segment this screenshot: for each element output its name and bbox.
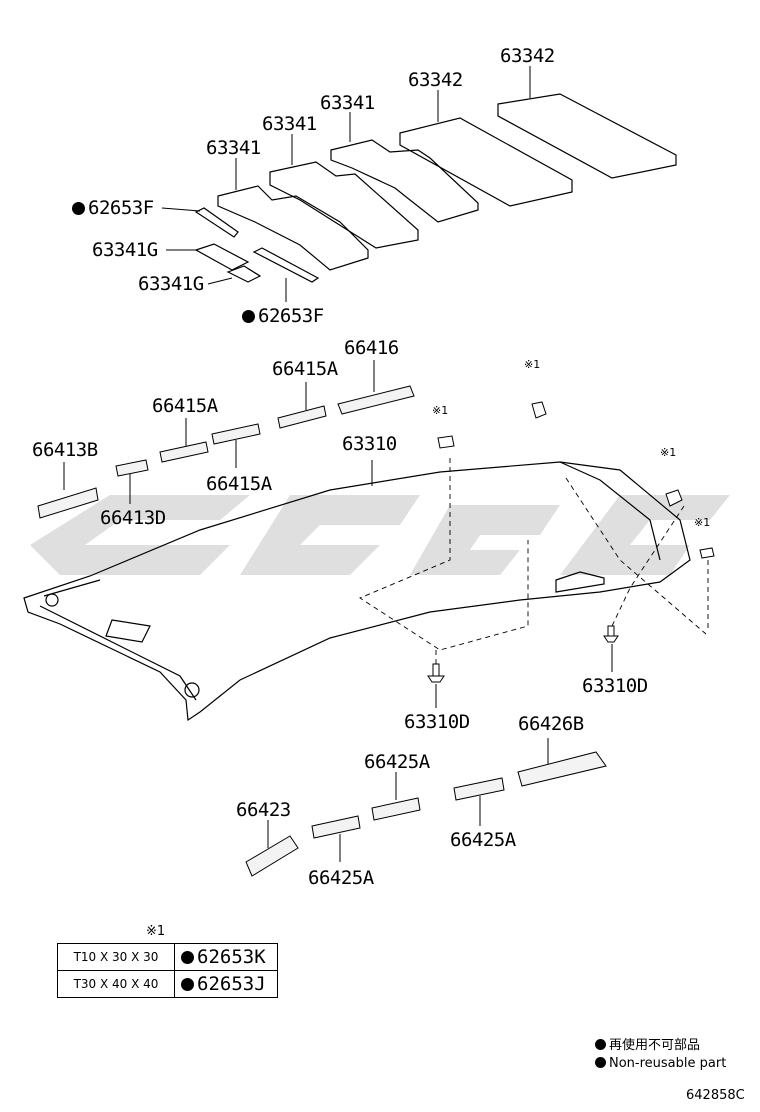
- non-reusable-dot-icon: [181, 978, 194, 991]
- label-63310D-left: 63310D: [404, 711, 470, 733]
- note-mark-1: ※1: [524, 358, 541, 371]
- label-63310: 63310: [342, 433, 397, 455]
- spacer-blocks: [437, 401, 715, 559]
- spec-size-cell: T10 X 30 X 30: [57, 943, 175, 971]
- table-row: T30 X 40 X 40 62653J: [57, 970, 278, 998]
- label-66425A-top: 66425A: [364, 751, 430, 773]
- label-66423: 66423: [236, 799, 291, 821]
- label-63341-a: 63341: [206, 137, 261, 159]
- clip-62653F-b: [252, 247, 320, 283]
- legend-en: Non-reusable part: [595, 1056, 726, 1071]
- harness-clips-upper: [37, 385, 415, 519]
- label-63341G-b: 63341G: [138, 273, 204, 295]
- clips-63310D: [427, 625, 619, 683]
- label-63310D-right: 63310D: [582, 675, 648, 697]
- non-reusable-dot-icon: [242, 310, 255, 323]
- pad-63341-a: [217, 185, 369, 271]
- label-66415A-left: 66415A: [152, 395, 218, 417]
- label-66415A-top: 66415A: [272, 358, 338, 380]
- note-mark-4: ※1: [694, 516, 711, 529]
- note-mark-2: ※1: [432, 404, 449, 417]
- pad-63341-c: [330, 139, 479, 223]
- label-62653F-a: 62653F: [72, 198, 154, 218]
- label-63341-c: 63341: [320, 92, 375, 114]
- silencer-pads: [194, 93, 677, 283]
- headliner-63310: [23, 461, 691, 722]
- pad-63341G-a: [194, 243, 250, 271]
- watermark-logo: [30, 495, 730, 575]
- harness-clips-lower: [245, 751, 607, 877]
- spec-part-cell: 62653J: [174, 970, 278, 998]
- label-66413B: 66413B: [32, 439, 98, 461]
- spec-part-cell: 62653K: [174, 943, 278, 971]
- leader-lines-lower: [267, 738, 549, 862]
- clip-62653F-a: [194, 207, 239, 238]
- leader-lines-clips: [63, 360, 375, 504]
- pad-63341G-b: [226, 265, 262, 283]
- label-62653F-b: 62653F: [242, 306, 324, 326]
- table-row: T10 X 30 X 30 62653K: [57, 943, 278, 971]
- pad-63341-b: [269, 161, 419, 249]
- diagram-code: 642858C: [686, 1088, 745, 1103]
- non-reusable-dot-icon: [595, 1057, 606, 1068]
- label-66425A-right: 66425A: [450, 829, 516, 851]
- pad-63342-right: [497, 93, 677, 179]
- non-reusable-dot-icon: [181, 951, 194, 964]
- label-63341-b: 63341: [262, 113, 317, 135]
- label-63342-left: 63342: [408, 69, 463, 91]
- label-63342-right: 63342: [500, 45, 555, 67]
- spec-table-header: ※1: [146, 924, 166, 939]
- spec-table: T10 X 30 X 30 62653K T30 X 40 X 40 62653…: [57, 943, 278, 998]
- leader-lines-top: [161, 66, 531, 302]
- label-66416: 66416: [344, 337, 399, 359]
- leader-lines-63310D: [435, 644, 613, 708]
- label-66415A-bottom: 66415A: [206, 473, 272, 495]
- legend-ja: 再使用不可部品: [595, 1034, 700, 1053]
- label-63341G-a: 63341G: [92, 239, 158, 261]
- non-reusable-dot-icon: [595, 1039, 606, 1050]
- spec-size-cell: T30 X 40 X 40: [57, 970, 175, 998]
- label-66413D: 66413D: [100, 507, 166, 529]
- label-66425A-bottom: 66425A: [308, 867, 374, 889]
- non-reusable-dot-icon: [72, 202, 85, 215]
- label-66426B: 66426B: [518, 713, 584, 735]
- note-mark-3: ※1: [660, 446, 677, 459]
- dashed-guides: [359, 458, 709, 665]
- pad-63342-left: [399, 117, 573, 207]
